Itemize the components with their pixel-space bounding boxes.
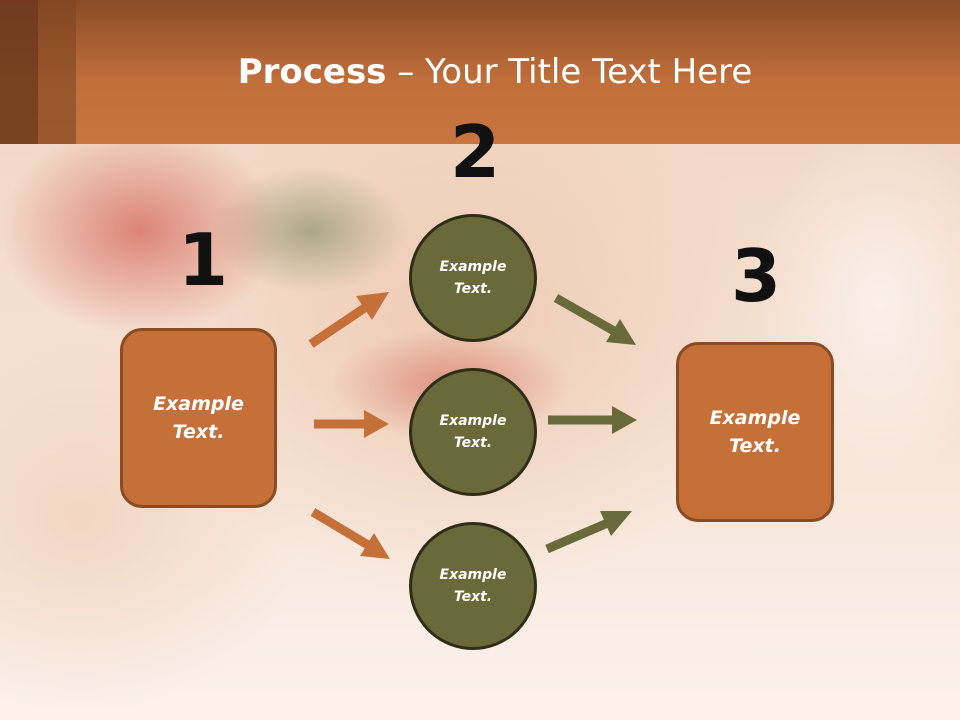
arrow-middle-to-right (548, 406, 637, 434)
step-number-1: 1 (178, 218, 229, 302)
circle-middle-line2: Text. (453, 435, 493, 451)
arrow-left-to-bottom (310, 508, 390, 559)
title-rest: – Your Title Text Here (386, 52, 753, 92)
arrow-left-to-middle (314, 410, 389, 438)
circle-bottom-line1: Example (439, 566, 507, 583)
header-bar (0, 0, 960, 144)
header-accent-light (38, 0, 76, 144)
box-left-line1: Example (153, 392, 244, 415)
header-accent-dark (0, 0, 38, 144)
box-right-line1: Example (709, 406, 801, 429)
arrow-top-to-right (553, 294, 636, 345)
step-circle-top: Example Text. (409, 214, 537, 342)
step-circle-bottom: Example Text. (409, 522, 537, 650)
step-box-left: Example Text. (120, 328, 277, 508)
step-number-2: 2 (450, 110, 501, 194)
step-number-3: 3 (731, 234, 782, 318)
box-left-line2: Text. (172, 421, 225, 443)
title-bold: Process (237, 52, 387, 92)
slide-title: Process – Your Title Text Here (0, 52, 960, 92)
arrow-left-to-top (308, 292, 389, 348)
circle-middle-line1: Example (439, 412, 507, 429)
arrow-bottom-to-right (545, 511, 632, 554)
circle-top-line1: Example (439, 258, 507, 275)
circle-bottom-line2: Text. (453, 589, 493, 605)
box-right-line2: Text. (729, 435, 781, 457)
circle-top-line2: Text. (453, 281, 493, 297)
step-box-right: Example Text. (676, 342, 834, 522)
step-circle-middle: Example Text. (409, 368, 537, 496)
